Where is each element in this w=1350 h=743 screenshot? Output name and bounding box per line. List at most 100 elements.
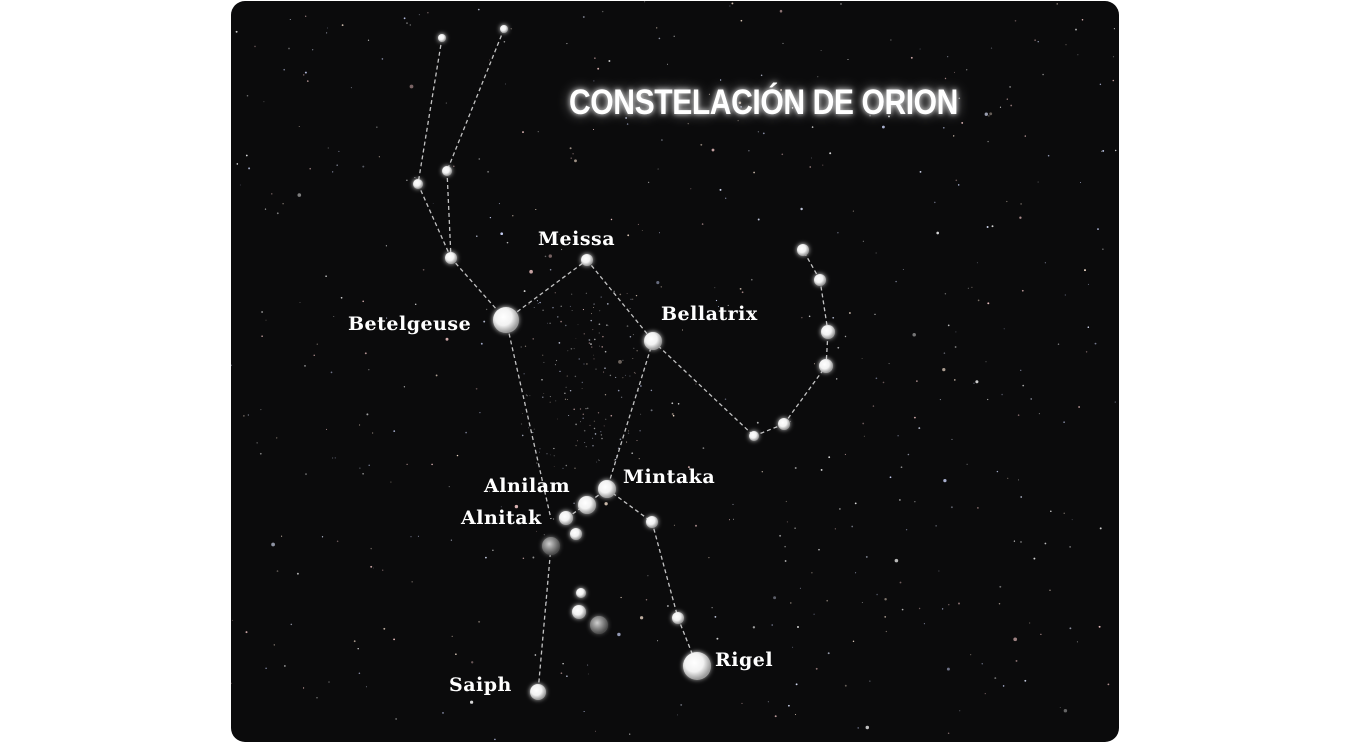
background-star <box>832 316 835 319</box>
background-star <box>752 626 756 629</box>
line-rigel-2 <box>651 521 679 619</box>
label-meissa: Meissa <box>538 228 615 250</box>
background-star <box>888 363 890 365</box>
background-star <box>581 381 583 384</box>
background-star <box>753 171 755 174</box>
background-star <box>617 96 619 98</box>
background-star <box>338 150 340 152</box>
background-star <box>795 714 797 715</box>
background-star <box>528 427 530 429</box>
background-star <box>1081 18 1084 21</box>
background-star <box>750 278 753 281</box>
background-star <box>899 581 902 584</box>
background-star <box>284 665 286 667</box>
background-starfield <box>231 1 1117 741</box>
background-star <box>811 126 814 128</box>
background-star <box>1019 216 1022 219</box>
background-star <box>395 718 397 720</box>
background-star <box>340 296 343 299</box>
background-star <box>894 558 899 563</box>
background-star <box>618 360 622 364</box>
background-star <box>259 452 262 455</box>
background-star <box>575 444 577 447</box>
background-star <box>261 335 263 337</box>
background-star <box>1115 149 1117 152</box>
background-star <box>882 381 885 384</box>
background-star <box>1042 73 1044 76</box>
background-star <box>273 644 275 646</box>
background-star <box>312 49 314 51</box>
background-star <box>708 93 710 95</box>
background-star <box>834 528 836 530</box>
background-star <box>608 60 611 62</box>
background-star <box>690 188 692 190</box>
background-star <box>539 301 541 304</box>
background-star <box>549 322 551 324</box>
background-star <box>393 430 396 432</box>
background-star <box>553 447 555 450</box>
background-star <box>254 45 256 48</box>
background-star <box>526 395 528 397</box>
background-star <box>445 102 447 104</box>
background-star <box>477 8 480 11</box>
label-bellatrix: Bellatrix <box>661 303 758 325</box>
background-star <box>919 170 922 173</box>
background-star <box>450 539 453 541</box>
background-star <box>305 15 307 17</box>
background-star <box>587 673 589 675</box>
background-star <box>333 316 335 317</box>
background-star <box>1101 150 1103 152</box>
star-alnilam <box>578 496 596 514</box>
background-star <box>325 428 328 430</box>
background-star <box>977 299 980 302</box>
background-star <box>976 262 978 264</box>
background-star <box>521 413 523 415</box>
background-star <box>786 521 788 523</box>
background-star <box>600 296 602 298</box>
background-star <box>570 348 573 350</box>
background-star <box>1080 182 1081 184</box>
background-star <box>837 232 839 234</box>
background-star <box>910 56 913 59</box>
background-star <box>822 164 824 166</box>
background-star <box>304 364 306 367</box>
background-star <box>598 323 601 326</box>
background-star <box>276 212 279 215</box>
background-star <box>606 324 608 326</box>
background-star <box>588 342 591 344</box>
background-star <box>555 359 558 362</box>
background-star <box>506 241 509 244</box>
background-star <box>644 1 646 3</box>
background-star <box>650 389 653 392</box>
background-star <box>231 364 233 367</box>
background-star <box>865 555 868 558</box>
background-star <box>564 398 567 400</box>
background-star <box>912 333 916 337</box>
background-star <box>852 640 855 643</box>
background-star <box>409 84 414 89</box>
background-star <box>445 337 449 341</box>
star-saiph <box>530 684 546 700</box>
background-star <box>593 307 595 308</box>
background-star <box>957 184 960 186</box>
background-star <box>385 245 387 247</box>
background-star <box>604 394 607 396</box>
line-arm <box>652 340 755 437</box>
background-star <box>640 413 642 415</box>
background-star <box>1044 262 1046 264</box>
background-star <box>422 268 425 271</box>
background-star <box>641 229 643 231</box>
background-star <box>566 43 568 45</box>
background-star <box>809 166 811 168</box>
background-star <box>660 139 663 141</box>
background-star <box>283 68 285 71</box>
background-star <box>602 335 604 338</box>
background-star <box>844 453 846 455</box>
background-star <box>636 350 638 352</box>
background-star <box>773 596 777 600</box>
background-star <box>577 324 579 326</box>
background-star <box>954 71 956 73</box>
background-star <box>948 604 950 606</box>
background-star <box>542 309 544 312</box>
background-star <box>788 704 790 707</box>
